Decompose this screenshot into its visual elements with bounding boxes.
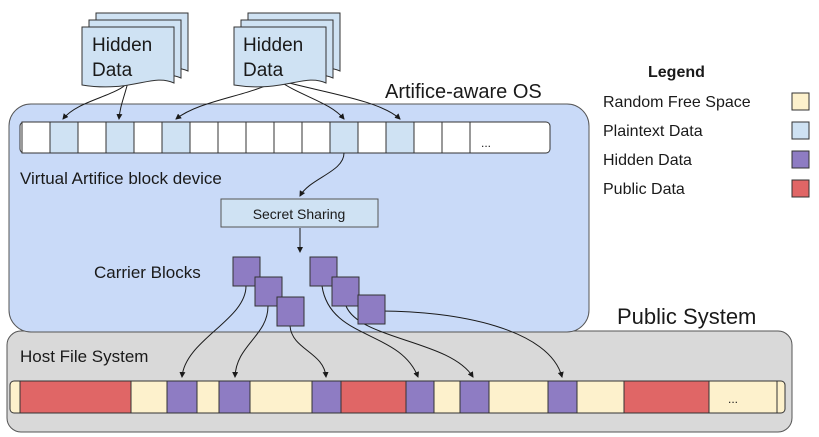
hidden-data-doc-line2: Data [243, 60, 284, 81]
host-strip-ellipsis: ... [728, 392, 738, 406]
hidden-data-doc-line1: Hidden [92, 35, 152, 56]
host-block [623, 380, 710, 414]
virtual-block [161, 121, 191, 154]
host-block [340, 380, 407, 414]
arrow-doc2-to-block [277, 79, 401, 120]
host-block [547, 380, 578, 414]
virtual-block [245, 121, 275, 154]
arrow-doc1-to-block [116, 81, 129, 120]
host-block [19, 380, 132, 414]
carrier-blocks-label: Carrier Blocks [94, 263, 201, 282]
legend-swatch [791, 92, 810, 111]
virtual-device-label: Virtual Artifice block device [20, 169, 222, 188]
virtual-block [301, 121, 331, 154]
host-block [576, 380, 625, 414]
virtual-block [105, 121, 135, 154]
legend-title: Legend [648, 64, 705, 81]
virtual-strip-ellipsis: ... [481, 136, 491, 150]
arrow-carrier-to-host [371, 310, 564, 378]
virtual-block [441, 121, 471, 154]
carrier-block [276, 296, 305, 327]
document-front [81, 26, 175, 88]
arrow-carrier-to-host [179, 285, 247, 378]
virtual-block [413, 121, 443, 154]
virtual-block [217, 121, 247, 154]
arrow-carrier-to-host [289, 325, 329, 378]
host-block [405, 380, 435, 414]
legend-item-label: Public Data [603, 181, 685, 198]
arrow-carrier-to-host [345, 305, 474, 378]
legend-swatch [791, 150, 810, 169]
legend-item-label: Plaintext Data [603, 123, 703, 140]
host-block-strip [9, 380, 786, 414]
host-block [130, 380, 168, 414]
carrier-block [357, 294, 386, 325]
virtual-block [189, 121, 219, 154]
virtual-block [273, 121, 303, 154]
host-block [311, 380, 342, 414]
host-block [708, 380, 778, 414]
host-block [433, 380, 461, 414]
virtual-block [385, 121, 415, 154]
virtual-block [77, 121, 107, 154]
host-block [196, 380, 220, 414]
secret-sharing-box [220, 198, 379, 228]
public-system-title: Public System [617, 304, 756, 329]
carrier-block [331, 276, 360, 307]
carrier-blocks-group-2 [309, 256, 386, 325]
arrow-block-to-secret-sharing [299, 152, 345, 197]
arrow-carrier-to-host [232, 305, 269, 378]
legend-swatch [791, 121, 810, 140]
virtual-block [21, 121, 51, 154]
host-block [459, 380, 490, 414]
document-front [233, 26, 327, 88]
hidden-data-doc-line2: Data [92, 60, 133, 81]
virtual-block-strip [19, 121, 551, 154]
host-block [249, 380, 313, 414]
virtual-block [357, 121, 387, 154]
carrier-blocks-group-1 [232, 256, 305, 327]
legend-item-label: Hidden Data [603, 152, 692, 169]
hidden-data-document-2: Hidden Data [233, 12, 341, 88]
hidden-data-document-1: Hidden Data [81, 12, 189, 88]
hidden-data-doc-line1: Hidden [243, 35, 303, 56]
virtual-block [49, 121, 79, 154]
legend-swatch [791, 179, 810, 198]
arrow-carrier-to-host [321, 285, 420, 378]
host-block [488, 380, 549, 414]
secret-sharing-label: Secret Sharing [253, 206, 346, 222]
virtual-block [329, 121, 359, 154]
legend-item-label: Random Free Space [603, 94, 751, 111]
host-block [218, 380, 251, 414]
host-block [166, 380, 198, 414]
artifice-os-title: Artifice-aware OS [385, 81, 542, 103]
host-file-system-label: Host File System [20, 347, 148, 366]
virtual-block [133, 121, 163, 154]
